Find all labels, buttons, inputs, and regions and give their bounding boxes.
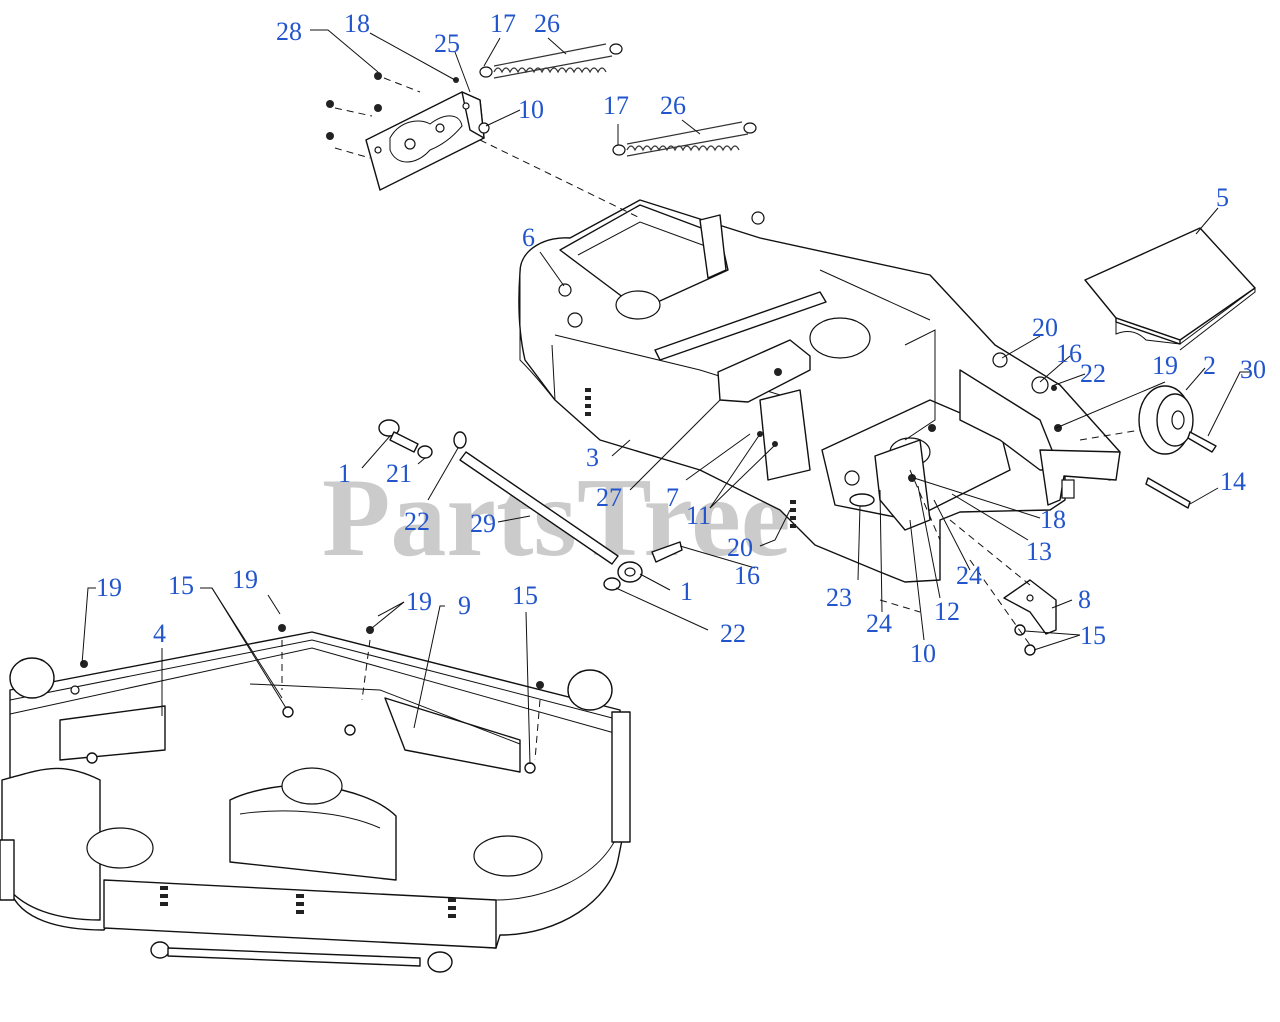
callout-16-b: 16 [734,561,760,590]
callout-14: 14 [1220,467,1246,496]
springs [479,43,757,157]
deflector-bracket [1003,579,1057,656]
callout-17-b: 17 [603,91,629,120]
callout-19-d: 19 [406,587,432,616]
callout-30: 30 [1240,355,1266,384]
gauge-wheel [1138,385,1217,509]
callout-22: 22 [1080,359,1106,388]
callout-19: 19 [1152,351,1178,380]
callout-23: 23 [826,583,852,612]
callout-15-b: 15 [512,581,538,610]
callout-10-b: 10 [910,639,936,668]
callout-29: 29 [470,509,496,538]
deck-shell [0,624,631,973]
callout-24-b: 24 [866,609,892,638]
callout-15: 15 [168,571,194,600]
callout-16: 16 [1056,339,1082,368]
callout-20: 20 [1032,313,1058,342]
callout-15-c: 15 [1080,621,1106,650]
callout-5: 5 [1216,183,1229,212]
callout-8: 8 [1078,585,1091,614]
callout-25: 25 [434,29,460,58]
callout-6: 6 [522,223,535,252]
callout-20-b: 20 [727,533,753,562]
callout-18-b: 18 [1040,505,1066,534]
leader-lines [81,29,1250,765]
callout-11: 11 [686,501,711,530]
callout-7: 7 [666,483,679,512]
callout-1: 1 [338,459,351,488]
callouts: 28 18 25 17 26 10 17 26 6 5 20 16 22 19 … [96,9,1266,668]
callout-28: 28 [276,17,302,46]
callout-3: 3 [586,443,599,472]
callout-1-b: 1 [680,577,693,606]
callout-4: 4 [153,619,166,648]
callout-12: 12 [934,597,960,626]
alignment-lines [281,77,1141,761]
callout-24: 24 [956,561,982,590]
mount-bracket-assembly [326,72,490,191]
callout-22-c: 22 [720,619,746,648]
callout-26-b: 26 [660,91,686,120]
link-rod [378,419,683,591]
callout-21: 21 [386,459,412,488]
callout-19-c: 19 [232,565,258,594]
callout-26: 26 [534,9,560,38]
callout-27: 27 [596,483,622,512]
baffle-plate [1084,227,1256,351]
callout-10: 10 [518,95,544,124]
callout-2: 2 [1203,351,1216,380]
callout-13: 13 [1026,537,1052,566]
callout-19-b: 19 [96,573,122,602]
callout-18: 18 [344,9,370,38]
deck-housing [518,199,1121,583]
callout-22-b: 22 [404,507,430,536]
callout-17: 17 [490,9,516,38]
callout-9: 9 [458,591,471,620]
